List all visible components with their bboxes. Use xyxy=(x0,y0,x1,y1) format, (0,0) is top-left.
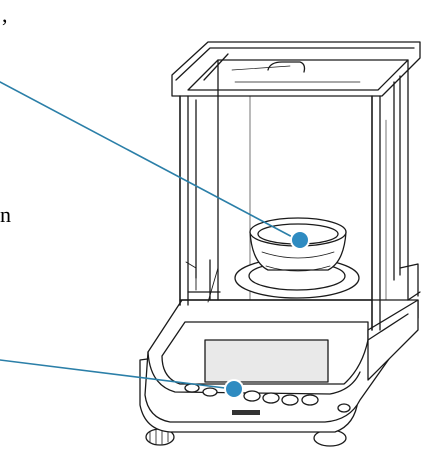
control-panel-marker xyxy=(225,380,243,398)
weighing-pan-marker xyxy=(291,231,309,249)
balance-base xyxy=(140,300,418,446)
weighing-pan xyxy=(235,218,359,298)
pan-leader-line xyxy=(0,82,298,240)
